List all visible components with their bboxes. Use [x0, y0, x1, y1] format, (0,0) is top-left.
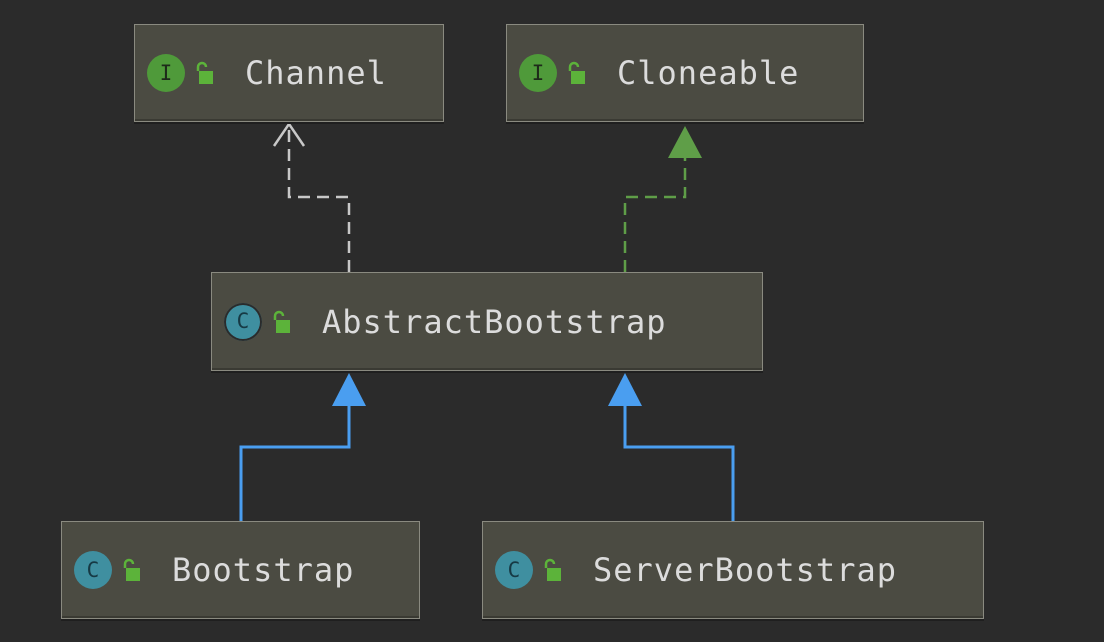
- abstract-class-icon: C: [224, 302, 262, 341]
- node-label: Cloneable: [617, 54, 800, 92]
- public-lock-icon: [541, 557, 563, 583]
- interface-icon: I: [519, 54, 557, 92]
- edge-bootstrap-extends-abstractbootstrap: [239, 373, 366, 521]
- filled-arrowhead: [668, 126, 702, 158]
- filled-arrowhead: [608, 373, 642, 406]
- node-abstractbootstrap[interactable]: C AbstractBootstrap: [211, 272, 763, 371]
- class-icon: C: [74, 551, 112, 589]
- open-arrowhead: [272, 121, 306, 147]
- node-label: Channel: [245, 54, 387, 92]
- node-channel[interactable]: I Channel: [134, 24, 444, 122]
- node-cloneable[interactable]: I Cloneable: [506, 24, 864, 122]
- node-bootstrap[interactable]: C Bootstrap: [61, 521, 420, 619]
- public-lock-icon: [565, 60, 587, 86]
- edge-serverbootstrap-extends-abstractbootstrap: [608, 373, 735, 521]
- interface-icon: I: [147, 54, 185, 92]
- class-icon: C: [495, 551, 533, 589]
- public-lock-icon: [270, 309, 292, 335]
- edge-abstractbootstrap-implements-cloneable: [623, 126, 702, 272]
- node-serverbootstrap[interactable]: C ServerBootstrap: [482, 521, 984, 619]
- public-lock-icon: [193, 60, 215, 86]
- node-label: Bootstrap: [172, 551, 355, 589]
- filled-arrowhead: [332, 373, 366, 406]
- public-lock-icon: [120, 557, 142, 583]
- edge-abstractbootstrap-implements-channel: [272, 121, 351, 272]
- node-label: AbstractBootstrap: [322, 302, 667, 341]
- node-label: ServerBootstrap: [593, 551, 897, 589]
